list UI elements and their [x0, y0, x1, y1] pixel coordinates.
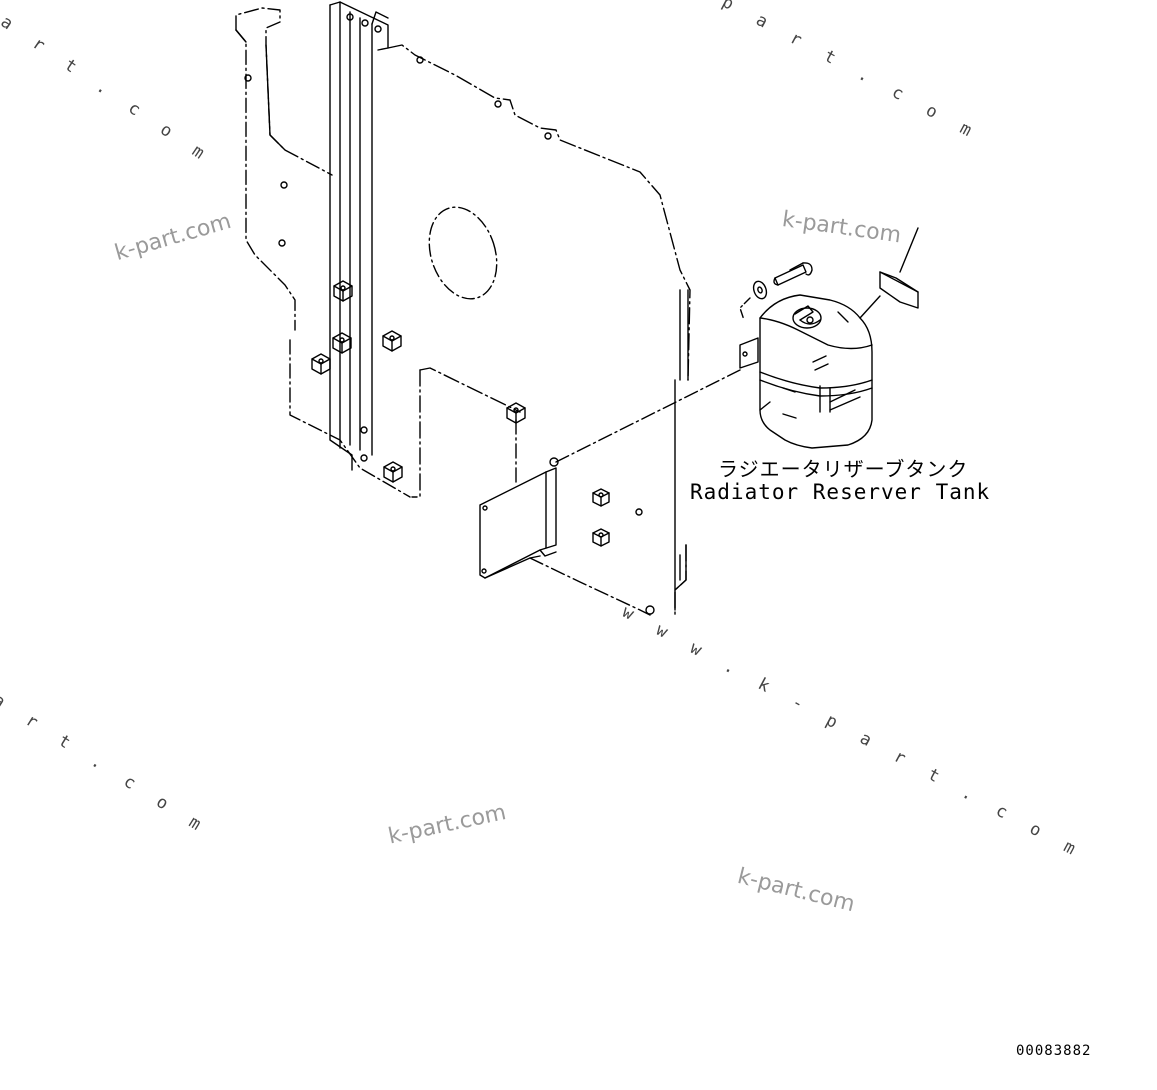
- vertical-channel: [330, 2, 388, 470]
- bolt-axis-line: [740, 298, 750, 320]
- part-label-english: Radiator Reserver Tank: [690, 480, 991, 504]
- channel-holes: [347, 14, 381, 461]
- label-attach-line: [860, 296, 880, 318]
- figure-id: 00083882: [1016, 1043, 1092, 1059]
- left-frame-solid: [236, 30, 285, 150]
- bracket-hidden-lines: [516, 370, 740, 615]
- main-panel-edges: [675, 290, 688, 610]
- part-label-japanese: ラジエータリザーブタンク: [718, 457, 969, 481]
- main-panel-holes: [245, 57, 654, 614]
- washer: [751, 279, 768, 300]
- weld-nuts: [312, 281, 609, 546]
- washer-hole: [757, 286, 763, 293]
- caution-label: [880, 272, 918, 308]
- label-leader-line: [900, 228, 918, 272]
- mounting-bracket: [480, 458, 558, 578]
- left-frame-rail: [236, 8, 410, 497]
- panel-oval-opening: [418, 198, 508, 307]
- reserve-tank: [740, 295, 872, 448]
- bolt: [774, 263, 812, 285]
- main-panel-outline: [388, 45, 690, 616]
